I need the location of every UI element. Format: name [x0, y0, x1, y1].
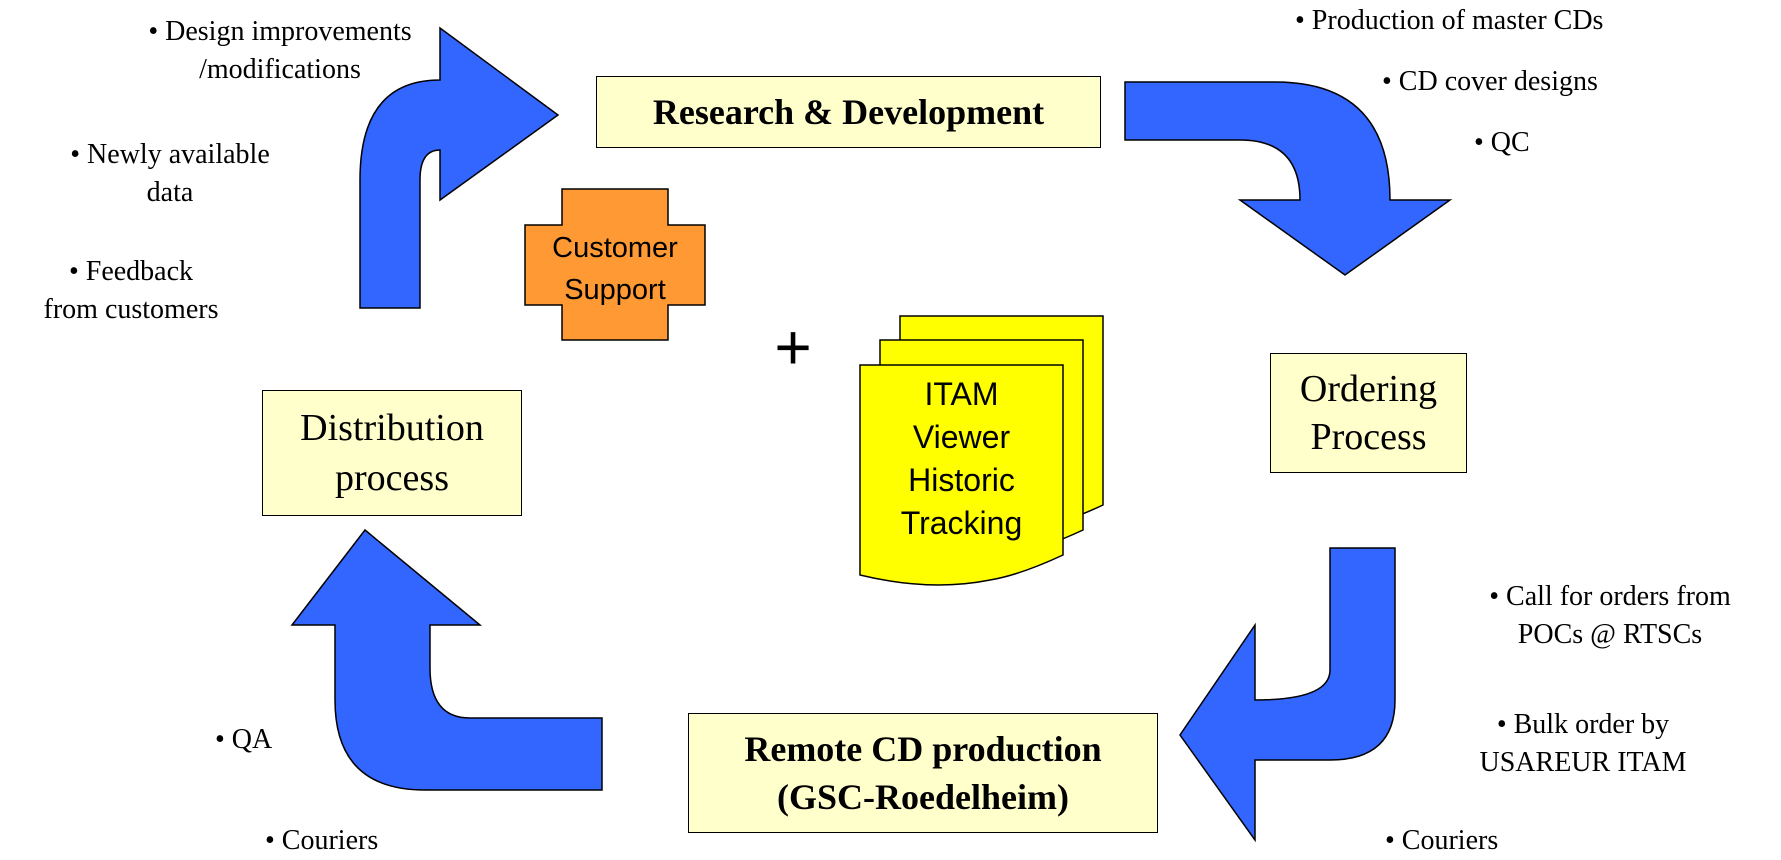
- rd-output-note-1: • Production of master CDs: [1295, 5, 1604, 36]
- remote-cd-production-label: Remote CD production (GSC-Roedelheim): [744, 729, 1102, 817]
- remote-cd-production-box: Remote CD production (GSC-Roedelheim): [688, 713, 1158, 833]
- curved-arrow-icon: [359, 26, 560, 309]
- plus-sign: +: [774, 311, 812, 383]
- research-development-label: Research & Development: [652, 92, 1045, 132]
- curved-arrow-icon: [1179, 547, 1396, 843]
- rd-output-note-2: • CD cover designs: [1382, 66, 1598, 97]
- customer-support-label: Customer Support: [552, 232, 678, 306]
- rd-output-note-3: • QC: [1474, 127, 1530, 158]
- ordering-process-box: Ordering Process: [1270, 353, 1467, 473]
- ordering-output-note-3: • Couriers: [1385, 825, 1499, 856]
- curved-arrow-icon: [290, 528, 603, 791]
- ordering-output-note-2: • Bulk order by USAREUR ITAM: [1479, 709, 1687, 778]
- distribution-process-box: Distribution process: [262, 390, 522, 516]
- ordering-process-label: Ordering Process: [1299, 368, 1438, 458]
- itam-viewer-label: ITAM Viewer Historic Tracking: [900, 376, 1023, 541]
- ordering-output-note-1: • Call for orders from POCs @ RTSCs: [1489, 581, 1731, 650]
- rd-input-note-3: • Feedback from customers: [43, 256, 219, 325]
- research-development-box: Research & Development: [596, 76, 1101, 148]
- distribution-process-label: Distribution process: [300, 407, 484, 499]
- rd-input-note-2: • Newly available data: [70, 139, 270, 208]
- remote-output-note-2: • Couriers: [265, 825, 379, 856]
- rd-input-note-1: • Design improvements /modifications: [148, 16, 412, 85]
- curved-arrow-icon: [1124, 81, 1453, 276]
- cross-shape-icon: [524, 188, 706, 341]
- remote-output-note-1: • QA: [215, 724, 273, 755]
- document-stack-icon: [859, 315, 1104, 586]
